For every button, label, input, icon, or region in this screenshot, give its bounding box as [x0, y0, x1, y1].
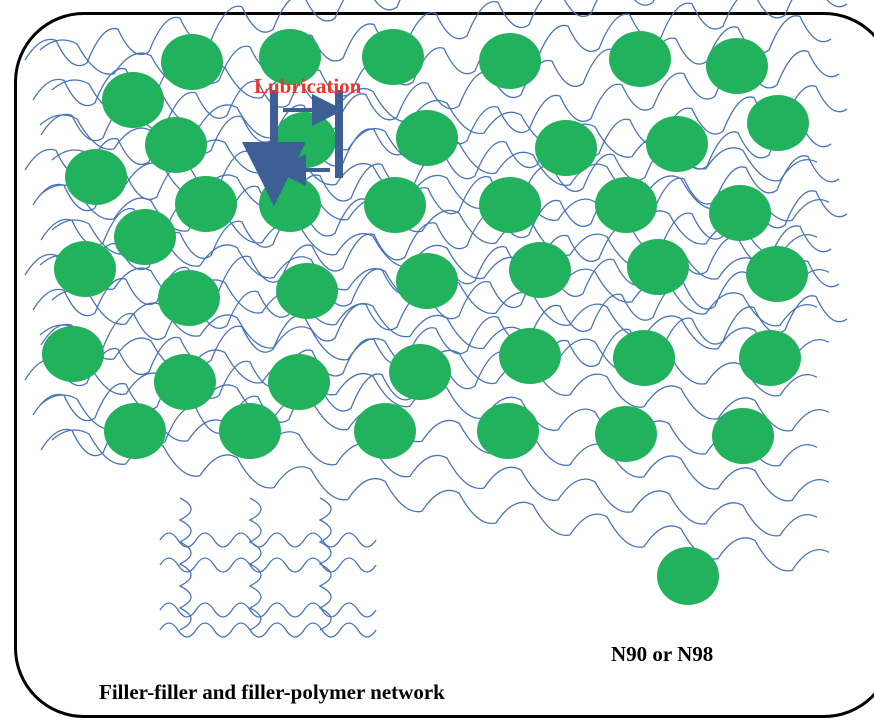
filler-particle [739, 330, 801, 386]
filler-particle [396, 110, 458, 166]
polymer-chain [51, 429, 830, 572]
filler-particle [158, 270, 220, 326]
filler-particle [364, 177, 426, 233]
legend [657, 547, 719, 605]
polymer-chain [39, 394, 818, 537]
filler-particle [114, 209, 176, 265]
filler-particle [145, 117, 207, 173]
lubrication-arrows [242, 90, 344, 206]
filler-particle [706, 38, 768, 94]
filler-particle [42, 326, 104, 382]
filler-particle [535, 120, 597, 176]
filler-particle [479, 177, 541, 233]
filler-particle-icon [657, 547, 719, 605]
filler-particle [746, 246, 808, 302]
filler-particle [595, 406, 657, 462]
filler-particle [627, 239, 689, 295]
filler-particle [65, 149, 127, 205]
filler-particle [161, 34, 223, 90]
filler-particle [259, 176, 321, 232]
filler-particle [609, 31, 671, 87]
filler-particle [646, 116, 708, 172]
filler-particle [613, 330, 675, 386]
filler-particle [396, 253, 458, 309]
network-chain [159, 602, 377, 618]
filler-particle [479, 33, 541, 89]
filler-particles [42, 29, 809, 464]
network-chain [159, 532, 377, 548]
filler-particle [509, 242, 571, 298]
filler-particle [276, 263, 338, 319]
network-chain [178, 497, 192, 631]
network-chain [248, 497, 262, 631]
legend-label: N90 or N98 [611, 642, 713, 666]
network-chain [159, 622, 377, 638]
rounded-frame [14, 12, 874, 718]
filler-particle [709, 185, 771, 241]
lubrication-label: Lubrication [254, 74, 362, 98]
filler-particle [389, 344, 451, 400]
filler-particle [175, 176, 237, 232]
filler-particle [747, 95, 809, 151]
filler-particle [104, 403, 166, 459]
filler-particle [595, 177, 657, 233]
filler-particle [54, 241, 116, 297]
filler-particle [268, 354, 330, 410]
filler-particle [154, 354, 216, 410]
polymer-network-icon [159, 497, 377, 638]
lubricated-particle [279, 113, 333, 167]
filler-particle [102, 72, 164, 128]
filler-particle [219, 403, 281, 459]
filler-particle [354, 403, 416, 459]
network-chain [159, 557, 377, 573]
figure-caption: Filler-filler and filler-polymer network [99, 680, 445, 704]
filler-particle [362, 29, 424, 85]
filler-particle [712, 408, 774, 464]
filler-particle [259, 29, 321, 85]
filler-particle [477, 403, 539, 459]
polymer-chain [24, 0, 401, 67]
filler-particle [499, 328, 561, 384]
polymer-chain [40, 0, 848, 142]
